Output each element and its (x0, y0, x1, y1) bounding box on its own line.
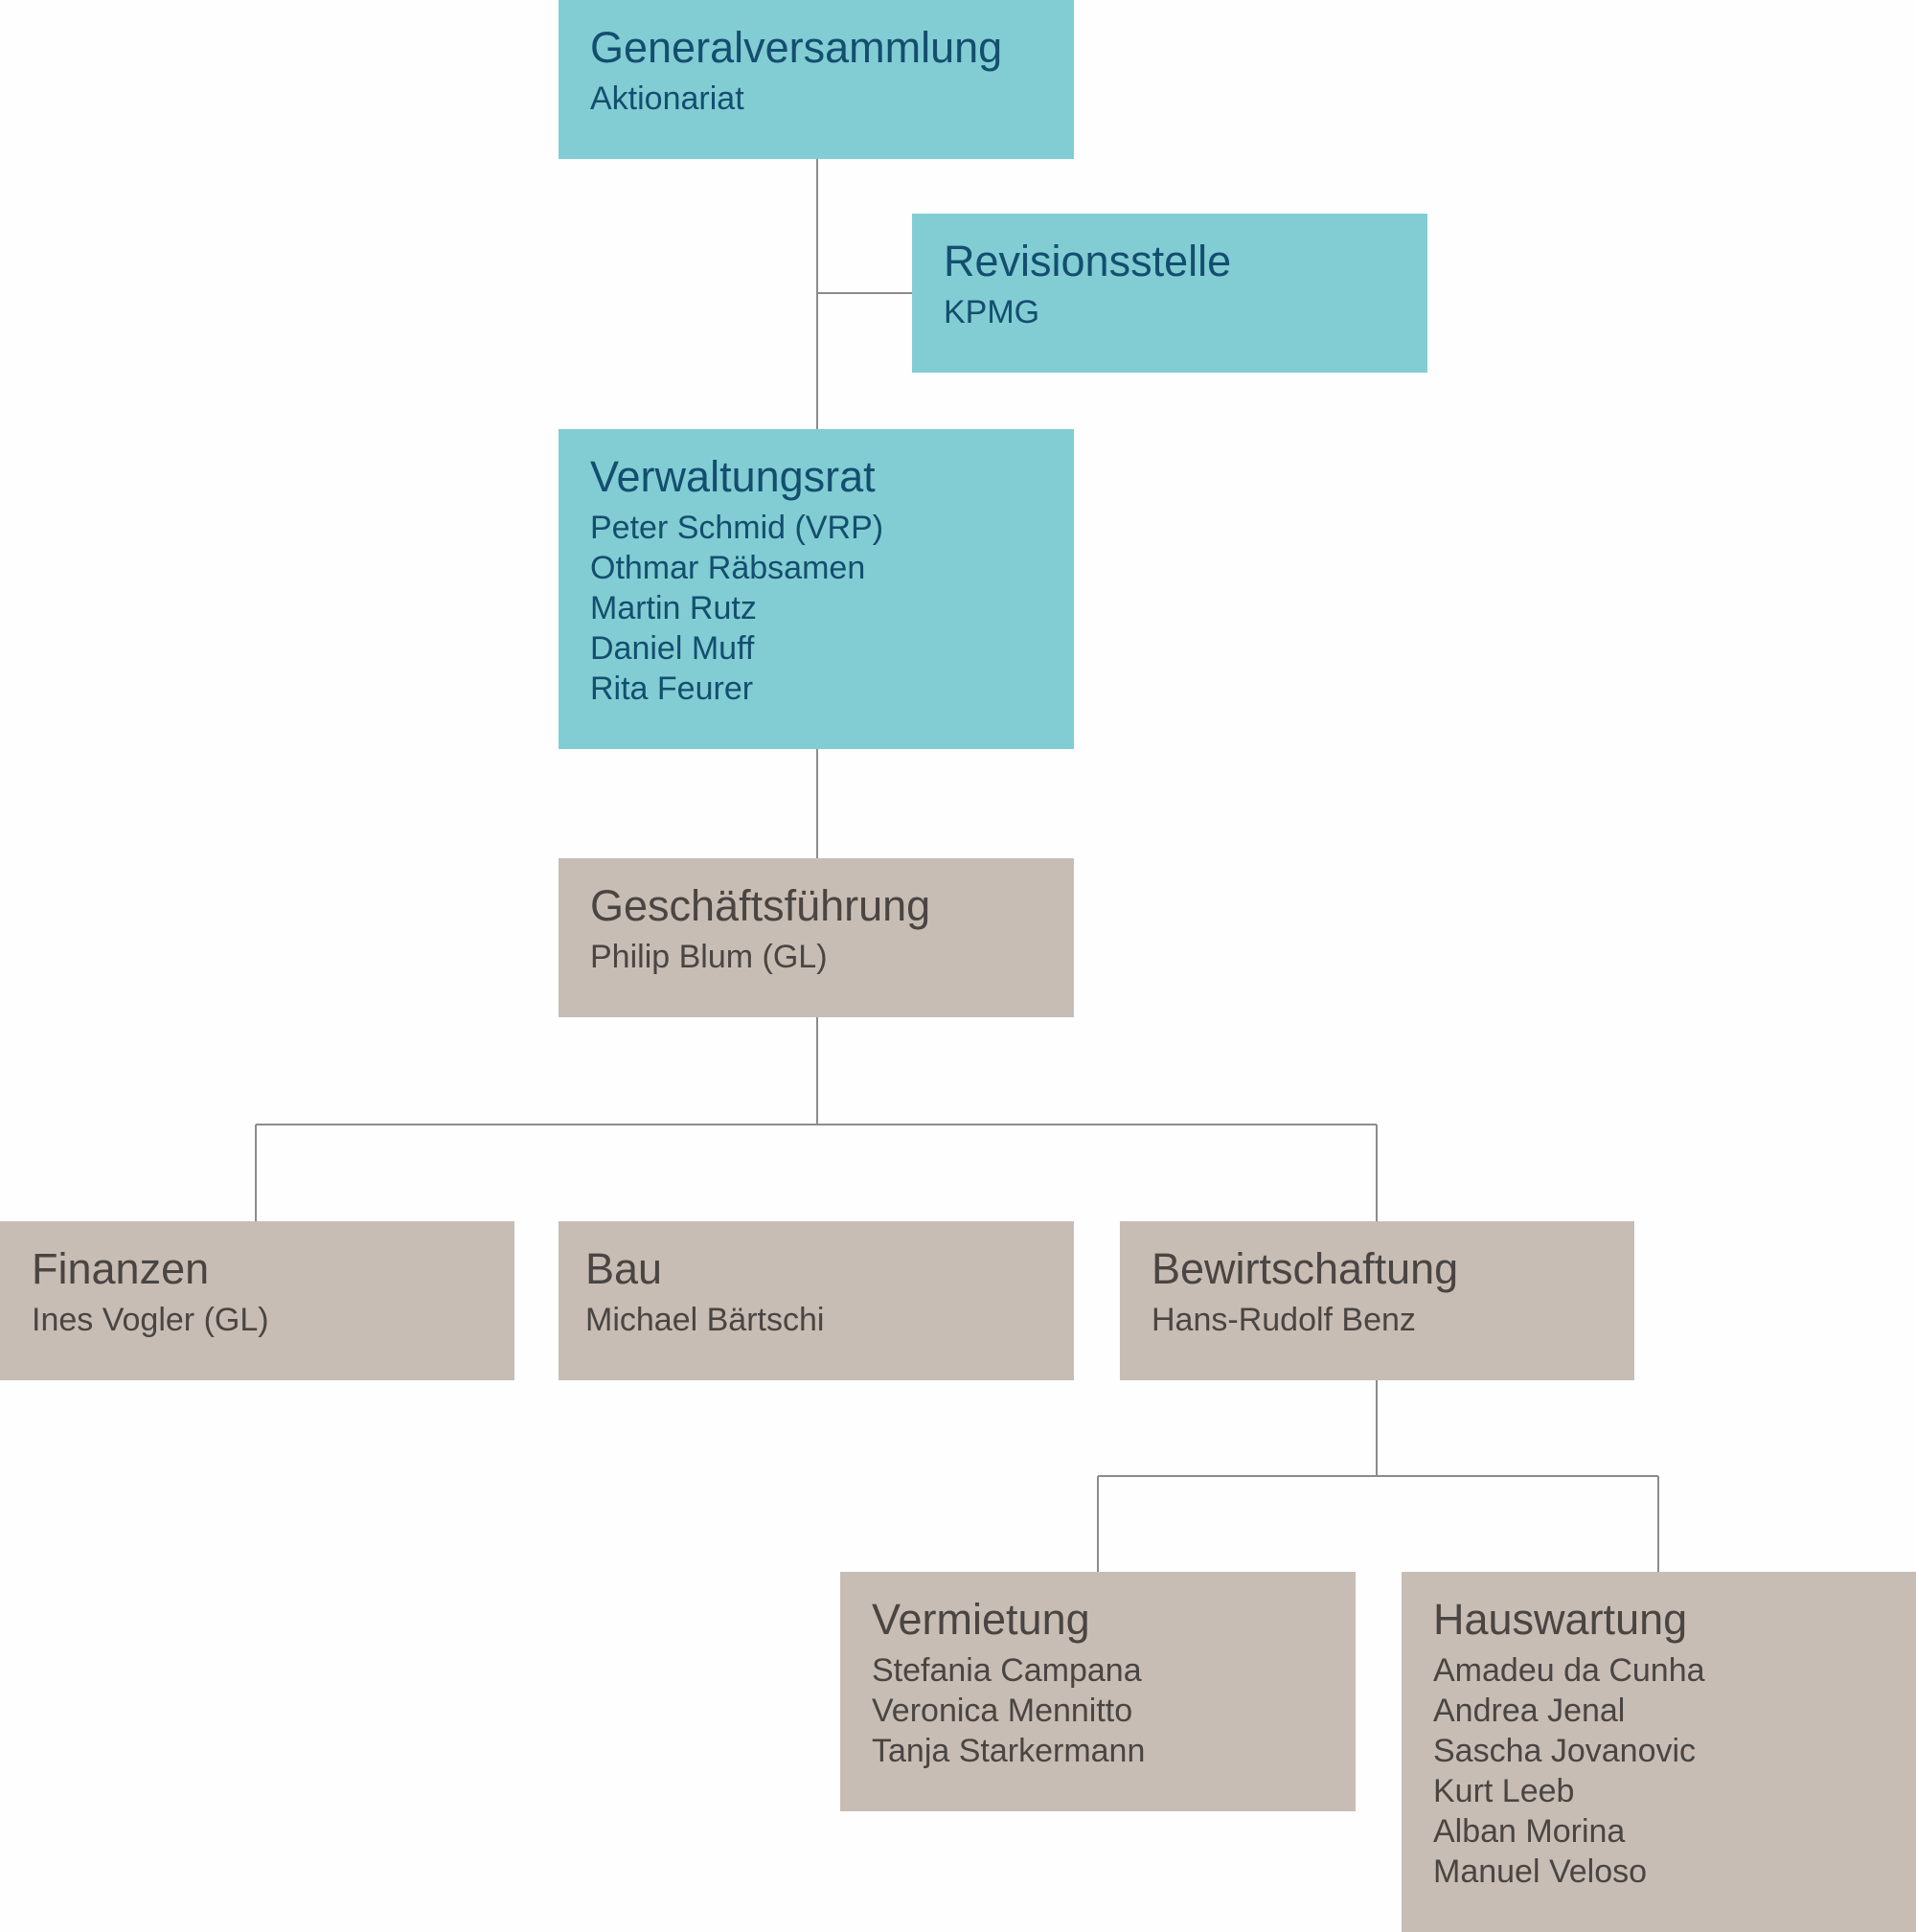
node-bewirtschaftung: Bewirtschaftung Hans-Rudolf Benz (1120, 1221, 1634, 1380)
node-title: Revisionsstelle (944, 237, 1232, 285)
node-verwaltungsrat: Verwaltungsrat Peter Schmid (VRP) Othmar… (559, 429, 1074, 749)
node-geschaeftsfuehrung: Geschäftsführung Philip Blum (GL) (559, 858, 1074, 1017)
node-member: Andrea Jenal (1433, 1693, 1626, 1729)
node-member: Peter Schmid (VRP) (590, 510, 884, 546)
node-generalversammlung: Generalversammlung Aktionariat (559, 0, 1074, 159)
node-member: Othmar Räbsamen (590, 550, 866, 586)
node-title: Verwaltungsrat (590, 452, 876, 501)
node-member: Hans-Rudolf Benz (1152, 1302, 1416, 1338)
node-member: Kurt Leeb (1433, 1773, 1575, 1809)
node-member: Amadeu da Cunha (1433, 1652, 1705, 1689)
node-member: Sascha Jovanovic (1433, 1733, 1697, 1769)
node-title: Finanzen (32, 1244, 210, 1293)
node-member: Philip Blum (GL) (590, 939, 828, 975)
node-member: Martin Rutz (590, 590, 757, 626)
node-title: Vermietung (872, 1595, 1090, 1644)
node-title: Bewirtschaftung (1152, 1244, 1459, 1293)
node-title: Geschäftsführung (590, 881, 931, 930)
node-member: Tanja Starkermann (872, 1733, 1146, 1769)
node-title: Generalversammlung (590, 23, 1003, 72)
node-member: KPMG (944, 294, 1040, 330)
node-hauswartung: Hauswartung Amadeu da Cunha Andrea Jenal… (1402, 1572, 1916, 1932)
node-title: Bau (585, 1244, 663, 1293)
node-member: Michael Bärtschi (585, 1302, 825, 1338)
node-vermietung: Vermietung Stefania Campana Veronica Men… (840, 1572, 1356, 1811)
node-member: Stefania Campana (872, 1652, 1142, 1689)
node-finanzen: Finanzen Ines Vogler (GL) (0, 1221, 514, 1380)
node-member: Manuel Veloso (1433, 1853, 1648, 1890)
node-member: Alban Morina (1433, 1813, 1626, 1850)
node-member: Veronica Mennitto (872, 1693, 1133, 1729)
node-member: Rita Feurer (590, 671, 754, 707)
node-revisionsstelle: Revisionsstelle KPMG (912, 214, 1427, 373)
node-member: Daniel Muff (590, 630, 755, 667)
node-member: Aktionariat (590, 80, 744, 117)
node-member: Ines Vogler (GL) (32, 1302, 269, 1338)
node-bau: Bau Michael Bärtschi (559, 1221, 1074, 1380)
node-title: Hauswartung (1433, 1595, 1688, 1644)
